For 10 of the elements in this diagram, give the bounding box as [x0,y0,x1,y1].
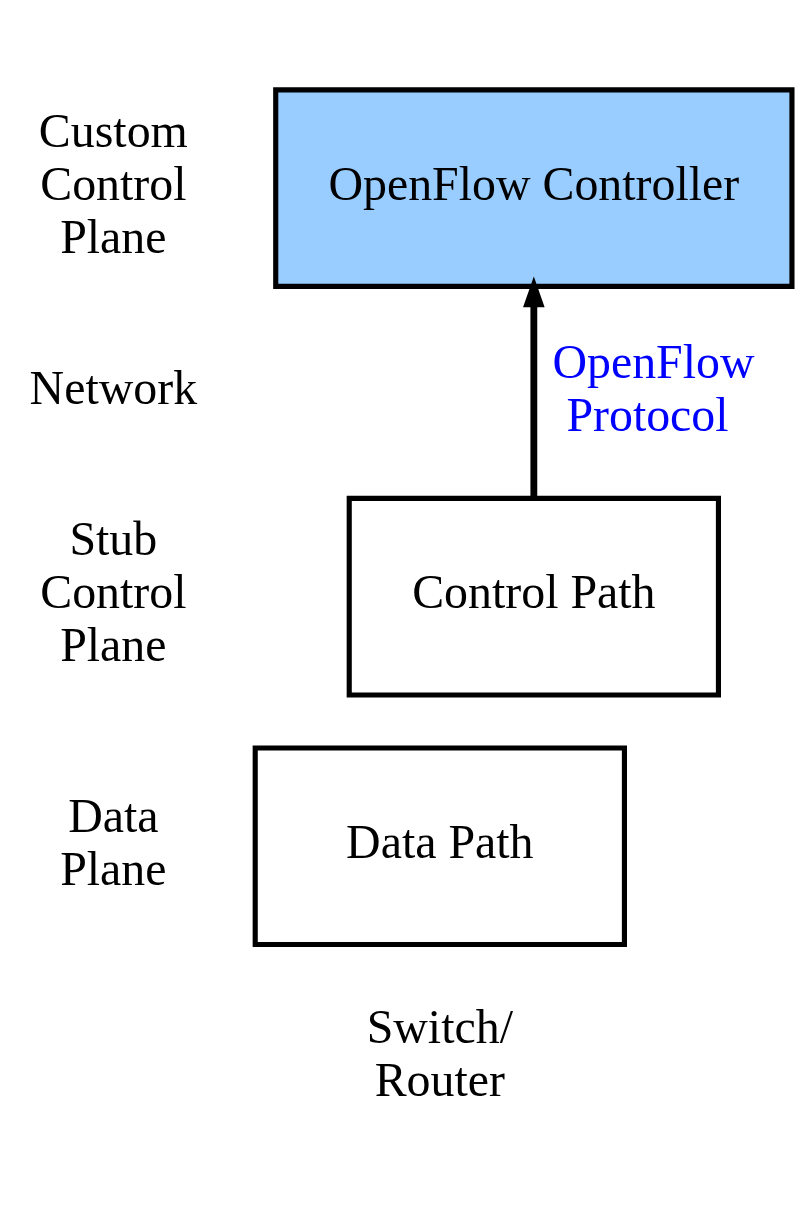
edge-label: OpenFlow Protocol [552,334,755,441]
label: Data Plane [60,788,167,895]
label: Network [29,360,198,414]
arrow [523,275,545,498]
node-box: Control Path [346,495,721,697]
node-box: OpenFlow Controller [273,86,795,289]
label: Stub Control Plane [40,511,187,671]
node-label: Switch/ Router [366,999,513,1106]
node-box: Data Path [252,744,627,947]
label: Custom Control Plane [38,103,188,263]
